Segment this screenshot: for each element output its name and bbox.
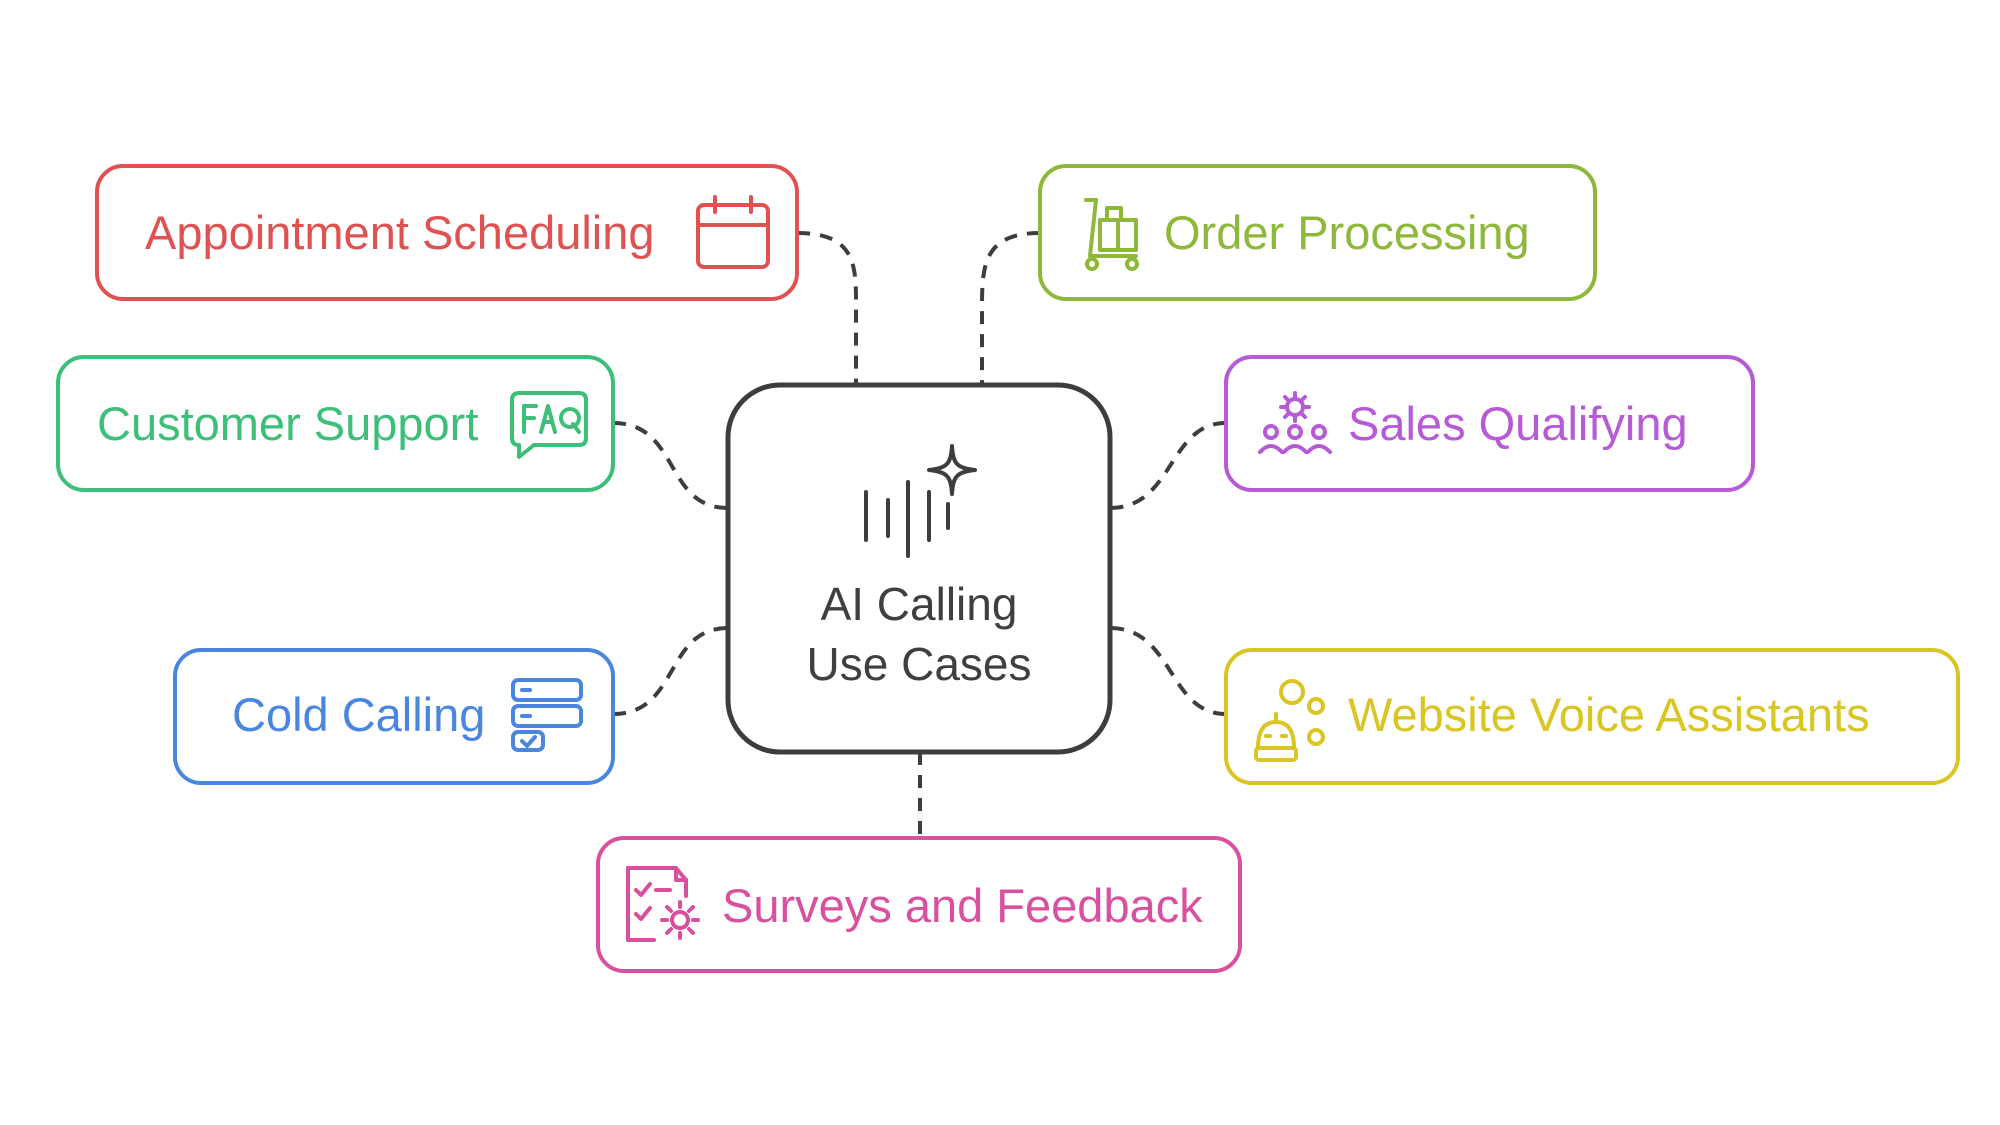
node-sales-qualifying-box bbox=[1224, 355, 1755, 492]
connector-customer-support bbox=[612, 421, 729, 510]
connector-order-processing bbox=[980, 231, 1041, 385]
robot-assistant-icon bbox=[1254, 679, 1325, 762]
calendar-icon bbox=[696, 195, 770, 269]
ai-voice-sparkle-icon bbox=[864, 444, 977, 558]
node-surveys-and-feedback-label: Surveys and Feedback bbox=[722, 879, 1203, 932]
center-title-line-2: Use Cases bbox=[807, 638, 1032, 690]
node-cold-calling-label: Cold Calling bbox=[232, 688, 485, 741]
center-node-box bbox=[725, 382, 1113, 755]
node-order-processing-label: Order Processing bbox=[1164, 206, 1530, 259]
connector-cold-calling bbox=[612, 626, 729, 716]
connector-sales-qualifying bbox=[1109, 421, 1227, 510]
connector-appointment-scheduling bbox=[796, 231, 859, 385]
node-customer-support-box bbox=[56, 355, 615, 492]
node-customer-support[interactable]: Customer Support bbox=[56, 355, 615, 492]
node-appointment-scheduling-label: Appointment Scheduling bbox=[145, 206, 655, 259]
connector-website-voice-assistants bbox=[1109, 626, 1227, 716]
node-appointment-scheduling-box bbox=[95, 164, 799, 301]
node-cold-calling-box bbox=[173, 648, 615, 785]
node-appointment-scheduling[interactable]: Appointment Scheduling bbox=[95, 164, 799, 301]
node-website-voice-assistants-label: Website Voice Assistants bbox=[1348, 688, 1870, 741]
faq-bubble-icon bbox=[510, 391, 588, 459]
node-order-processing[interactable]: Order Processing bbox=[1038, 164, 1597, 301]
node-surveys-and-feedback[interactable]: Surveys and Feedback bbox=[596, 836, 1242, 973]
center-node: AI Calling Use Cases bbox=[725, 382, 1113, 755]
node-sales-qualifying[interactable]: Sales Qualifying bbox=[1224, 355, 1755, 492]
node-customer-support-label: Customer Support bbox=[97, 397, 478, 450]
shopping-cart-icon bbox=[1084, 198, 1139, 271]
node-sales-qualifying-label: Sales Qualifying bbox=[1348, 397, 1688, 450]
node-cold-calling[interactable]: Cold Calling bbox=[173, 648, 615, 785]
checklist-gear-icon bbox=[626, 866, 700, 942]
node-surveys-and-feedback-box bbox=[596, 836, 1242, 973]
connectors bbox=[612, 231, 1227, 838]
node-website-voice-assistants[interactable]: Website Voice Assistants bbox=[1224, 648, 1960, 785]
node-website-voice-assistants-box bbox=[1224, 648, 1960, 785]
people-gear-icon bbox=[1258, 391, 1332, 454]
center-title-line-1: AI Calling bbox=[821, 578, 1018, 630]
server-list-icon bbox=[511, 678, 583, 752]
node-order-processing-box bbox=[1038, 164, 1597, 301]
